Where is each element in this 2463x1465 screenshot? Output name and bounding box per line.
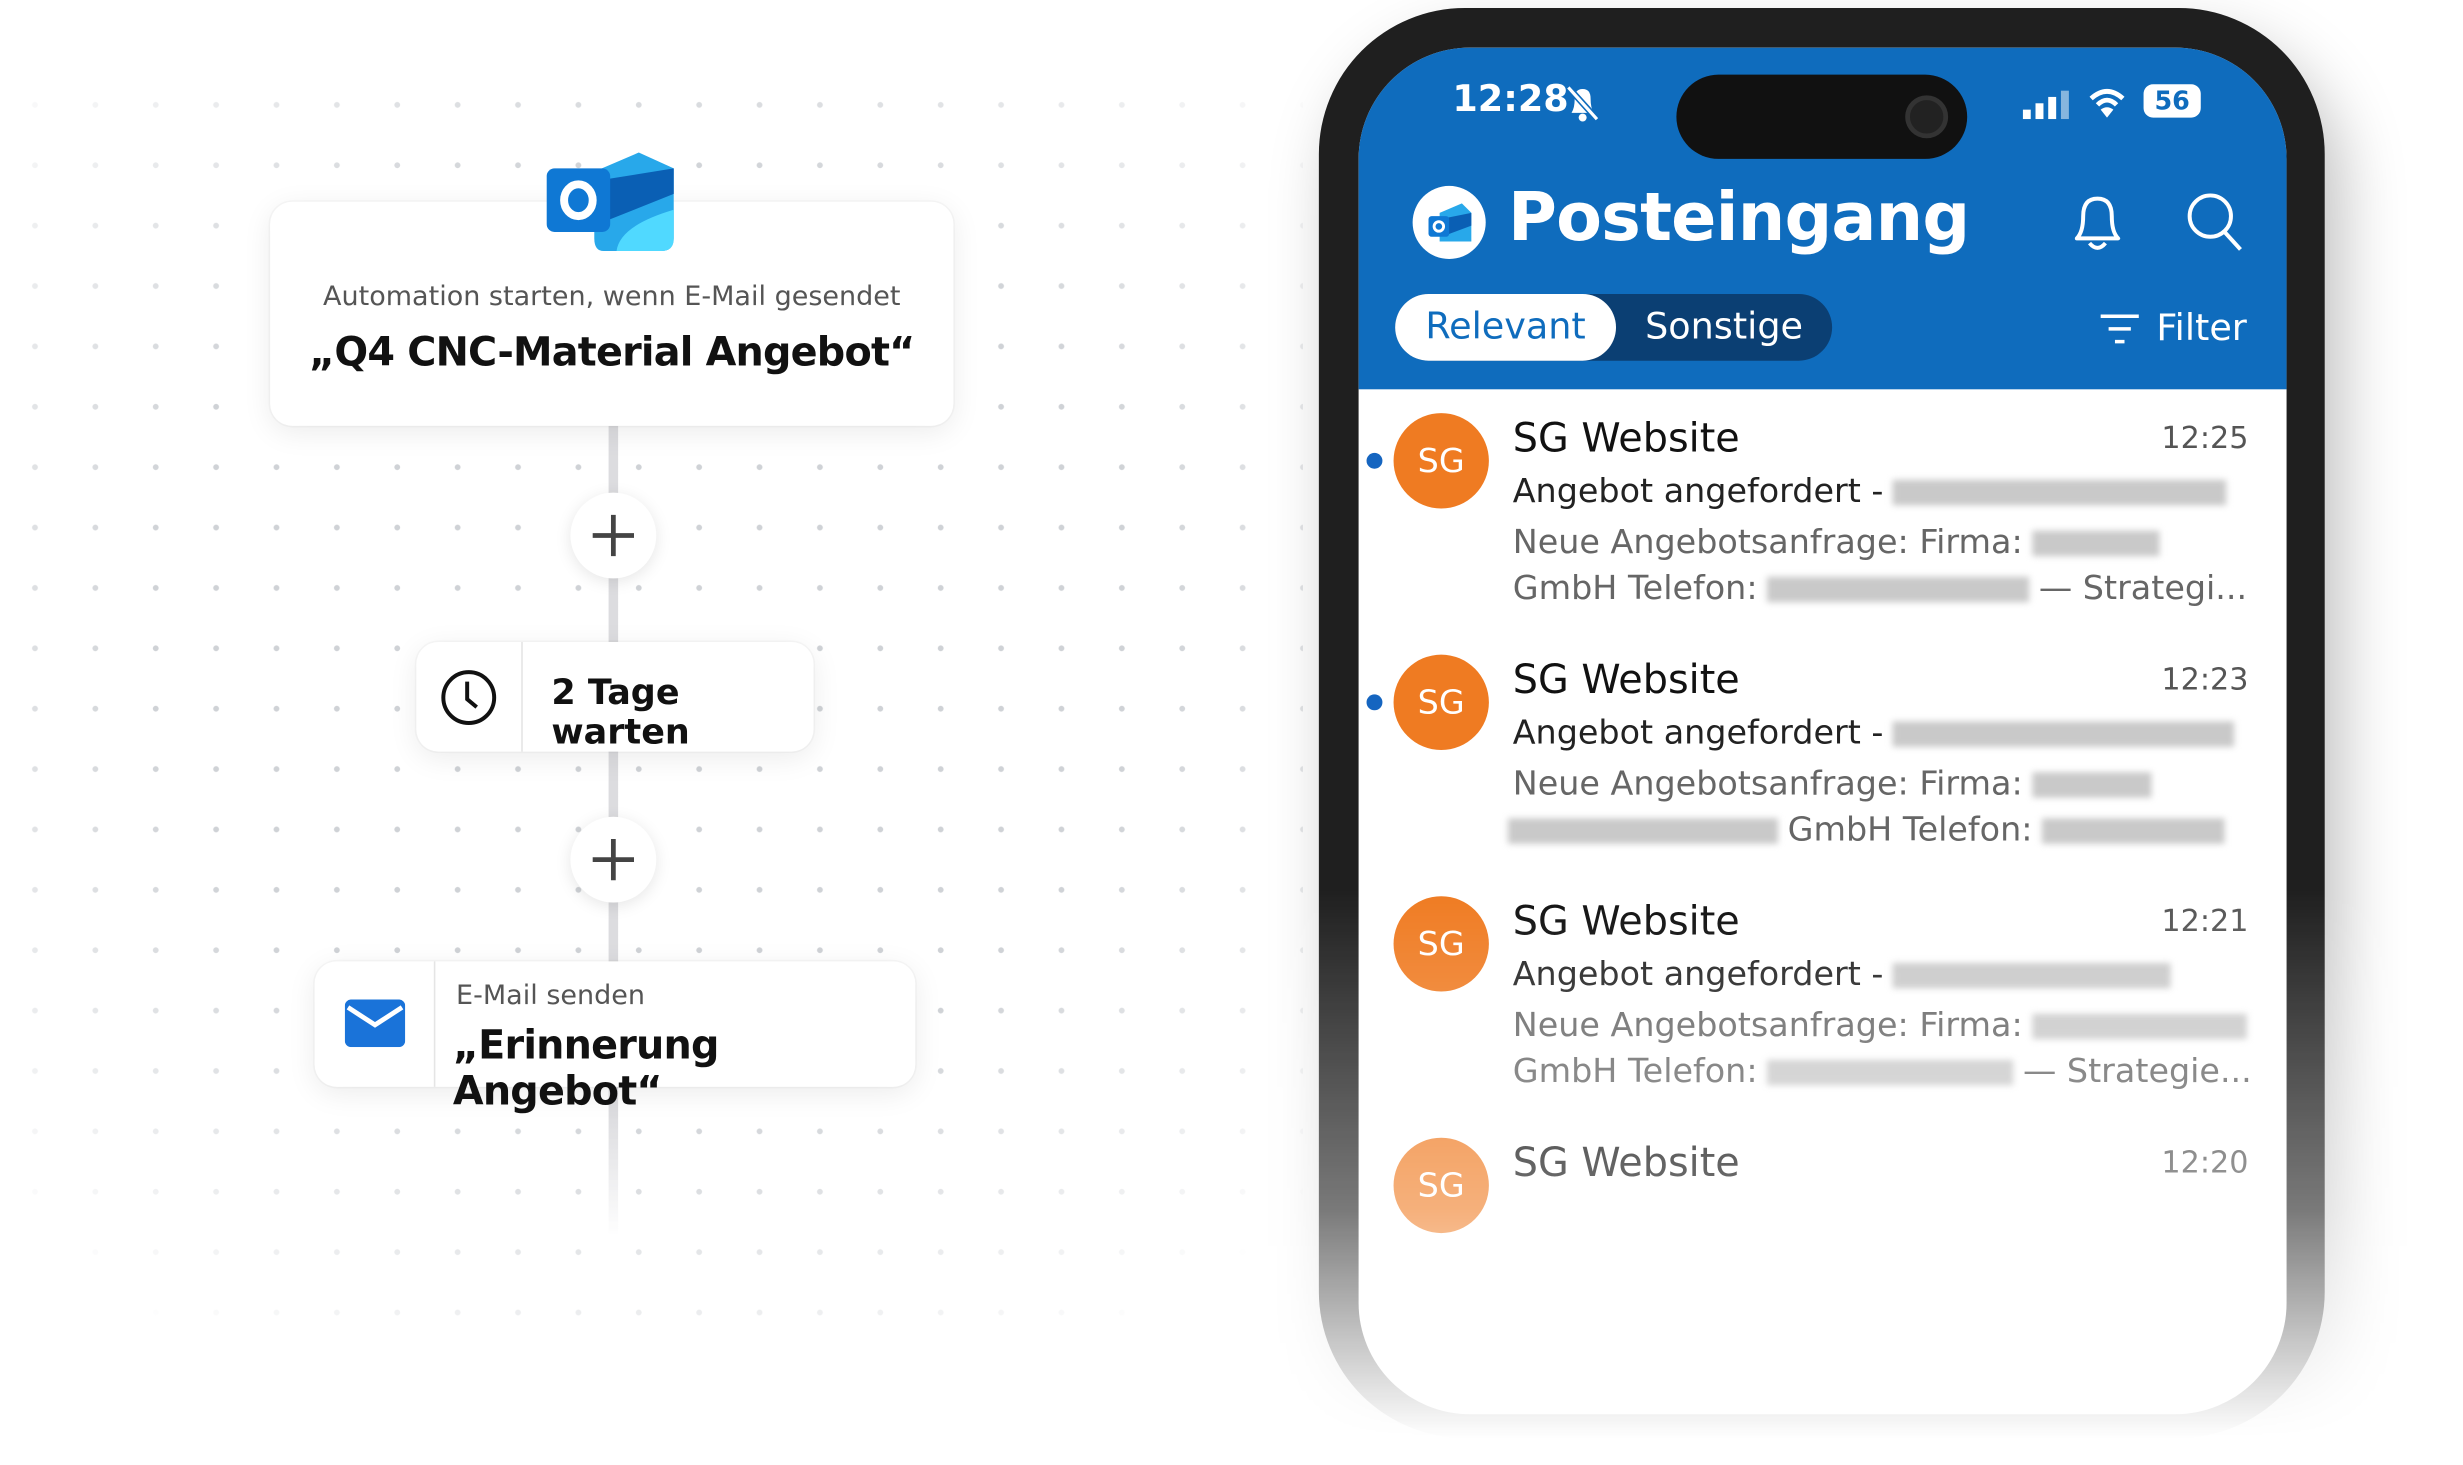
outlook-app-logo[interactable]: [1412, 185, 1486, 260]
add-step-button[interactable]: [570, 492, 657, 579]
email-preview: Neue Angebotsanfrage: Firma:: [1512, 1005, 2023, 1044]
email-time: 12:23: [2161, 662, 2249, 698]
trigger-title: „Q4 CNC-Material Angebot“: [309, 328, 915, 376]
email-subject: Angebot angefordert -: [1512, 954, 1884, 994]
avatar: SG: [1393, 413, 1489, 509]
inbox-tabs: Relevant Sonstige: [1395, 293, 1833, 361]
email-preview: — Strategie...: [2022, 1051, 2252, 1091]
send-subtitle: E-Mail senden: [456, 980, 646, 1013]
email-subject: Angebot angefordert -: [1512, 713, 1884, 752]
phone-screen: 12:28 56 Posteingang Relevant Sonstige F…: [1358, 47, 2287, 1415]
email-time: 12:21: [2161, 904, 2249, 940]
email-preview: GmbH Telefon:: [1512, 1051, 1758, 1091]
email-subject: Angebot angefordert -: [1512, 471, 1884, 511]
email-list-item[interactable]: SG SG Website 12:25 Angebot angefordert …: [1359, 389, 2287, 631]
send-title: „Erinnerung Angebot“: [452, 1021, 720, 1114]
filter-label: Filter: [2156, 308, 2247, 350]
email-preview: Neue Angebotsanfrage: Firma:: [1512, 764, 2023, 803]
trigger-subtitle: Automation starten, wenn E-Mail gesendet: [323, 281, 901, 314]
email-list-item[interactable]: SG SG Website 12:20: [1359, 1114, 2287, 1356]
inbox-header: 12:28 56 Posteingang Relevant Sonstige F…: [1358, 47, 2287, 390]
bell-icon[interactable]: [2070, 194, 2124, 254]
search-icon[interactable]: [2185, 191, 2245, 255]
wifi-icon: [2089, 88, 2125, 118]
email-list-item[interactable]: SG SG Website 12:23 Angebot angefordert …: [1359, 631, 2287, 873]
plus-icon: [592, 514, 635, 557]
divider: [521, 641, 523, 752]
email-preview: Neue Angebotsanfrage: Firma:: [1512, 522, 2023, 561]
tab-relevant[interactable]: Relevant: [1395, 293, 1617, 361]
envelope-icon: [344, 999, 406, 1048]
wait-label: 2 Tage warten: [551, 673, 690, 754]
avatar: SG: [1393, 654, 1489, 751]
filter-button[interactable]: Filter: [2099, 302, 2247, 356]
unread-dot: [1366, 452, 1383, 469]
email-list-item[interactable]: SG SG Website 12:21 Angebot angefordert …: [1359, 872, 2287, 1114]
tab-sonstige[interactable]: Sonstige: [1645, 306, 1804, 348]
email-sender: SG Website: [1512, 897, 1740, 944]
email-time: 12:25: [2161, 421, 2249, 457]
plus-icon: [592, 838, 635, 881]
bell-muted-icon: [1565, 85, 1600, 122]
inbox-title: Posteingang: [1507, 177, 1970, 256]
outlook-icon: [1428, 203, 1472, 242]
clock-icon: [441, 670, 497, 725]
signal-icon: [2022, 90, 2069, 120]
email-sender: SG Website: [1512, 656, 1740, 703]
divider: [433, 961, 436, 1087]
email-sender: SG Website: [1512, 1139, 1740, 1186]
dynamic-island: [1676, 74, 1968, 159]
email-preview: GmbH Telefon:: [1512, 568, 1758, 607]
email-sender: SG Website: [1512, 414, 1740, 461]
email-preview: GmbH Telefon:: [1787, 810, 2033, 849]
add-step-button[interactable]: [570, 816, 657, 903]
email-preview: — Strategi...: [2038, 568, 2248, 607]
outlook-icon: [546, 152, 674, 252]
send-email-step-card[interactable]: E-Mail senden „Erinnerung Angebot“: [314, 961, 916, 1114]
battery-indicator: 56: [2143, 84, 2201, 118]
avatar: SG: [1393, 1137, 1489, 1234]
wait-step-card[interactable]: 2 Tage warten: [416, 641, 814, 754]
unread-dot: [1366, 694, 1383, 711]
status-time: 12:28: [1452, 79, 1569, 121]
email-time: 12:20: [2161, 1145, 2249, 1181]
filter-icon: [2100, 314, 2139, 344]
avatar: SG: [1393, 896, 1489, 992]
